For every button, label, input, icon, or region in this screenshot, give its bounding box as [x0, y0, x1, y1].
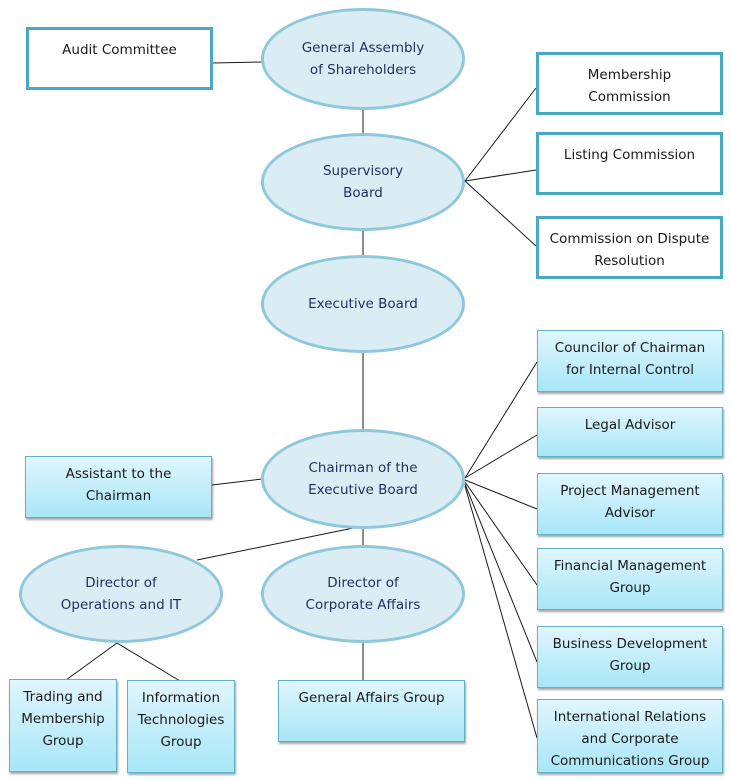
connector-chairman-to-assistant — [211, 478, 263, 486]
connector-chairman-to-project-advisor — [464, 479, 538, 510]
node-label: Legal Advisor — [584, 417, 676, 433]
node-audit-committee: Audit Committee — [26, 27, 213, 90]
node-international-group: International Relations and Corporate Co… — [537, 699, 723, 773]
node-label: Chairman of the Executive Board — [308, 460, 418, 498]
node-label: Director of Operations and IT — [60, 575, 182, 613]
node-financial-group: Financial Management Group — [537, 548, 723, 610]
connector-supervisory-board-to-listing-commission — [464, 169, 537, 182]
node-business-group: Business Development Group — [537, 626, 723, 688]
node-label: General Assembly of Shareholders — [301, 40, 425, 78]
node-assistant: Assistant to the Chairman — [25, 456, 212, 518]
node-membership-commission: Membership Commission — [536, 52, 723, 115]
connector-chairman-to-business-group — [464, 483, 538, 663]
connector-chairman-to-financial-group — [464, 481, 538, 586]
node-trading-group: Trading and Membership Group — [9, 679, 117, 772]
node-label: Trading and Membership Group — [21, 689, 105, 749]
node-general-assembly: General Assembly of Shareholders — [261, 8, 465, 110]
node-councilor: Councilor of Chairman for Internal Contr… — [537, 330, 723, 392]
connector-chairman-to-legal-advisor — [464, 434, 538, 479]
connector-chairman-to-international-group — [464, 485, 538, 739]
node-director-corp: Director of Corporate Affairs — [261, 545, 465, 643]
node-dispute-commission: Commission on Dispute Resolution — [536, 216, 723, 279]
node-label: Commission on Dispute Resolution — [549, 231, 710, 269]
node-director-ops: Director of Operations and IT — [19, 545, 223, 643]
connector-director-ops-to-it-group — [116, 642, 181, 682]
node-label: Executive Board — [308, 296, 418, 312]
node-label: General Affairs Group — [298, 690, 445, 706]
node-label: Supervisory Board — [322, 163, 404, 201]
node-label: Assistant to the Chairman — [65, 466, 172, 504]
connector-chairman-to-councilor — [464, 361, 538, 479]
node-label: Director of Corporate Affairs — [305, 575, 421, 613]
node-legal-advisor: Legal Advisor — [537, 407, 723, 457]
node-label: Project Management Advisor — [560, 483, 700, 521]
node-label: Listing Commission — [563, 147, 696, 163]
connector-audit-committee-to-general-assembly — [212, 61, 263, 64]
node-label: Business Development Group — [552, 636, 708, 674]
node-label: Information Technologies Group — [137, 690, 225, 750]
node-label: International Relations and Corporate Co… — [550, 709, 710, 769]
node-general-affairs: General Affairs Group — [278, 680, 465, 742]
node-label: Councilor of Chairman for Internal Contr… — [554, 340, 706, 378]
node-listing-commission: Listing Commission — [536, 132, 723, 195]
node-label: Membership Commission — [587, 67, 672, 105]
connector-supervisory-board-to-dispute-commission — [464, 180, 537, 247]
connector-supervisory-board-to-membership-commission — [464, 87, 537, 182]
node-executive-board: Executive Board — [261, 255, 465, 353]
node-supervisory-board: Supervisory Board — [261, 133, 465, 231]
connector-director-ops-to-trading-group — [65, 642, 118, 681]
node-label: Audit Committee — [62, 42, 177, 58]
node-project-advisor: Project Management Advisor — [537, 473, 723, 535]
connector-chairman-to-director-ops — [196, 525, 364, 561]
node-label: Financial Management Group — [553, 558, 707, 596]
node-chairman: Chairman of the Executive Board — [261, 429, 465, 529]
node-it-group: Information Technologies Group — [127, 680, 235, 773]
